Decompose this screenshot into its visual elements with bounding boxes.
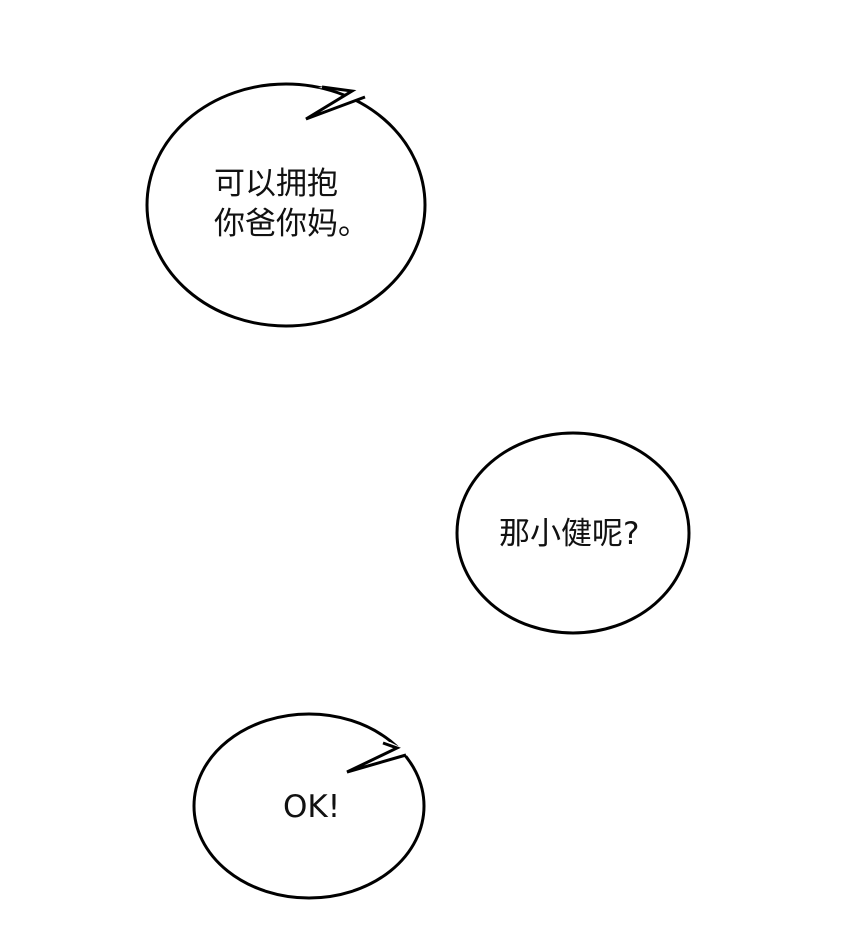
bubble-1-line-1: 可以拥抱	[214, 166, 338, 202]
bubble-1-text: 可以拥抱 你爸你妈。	[214, 164, 369, 244]
speech-bubble-1	[145, 82, 427, 328]
speech-bubble-3	[192, 712, 426, 900]
bubble-3-text: OK!	[283, 789, 341, 825]
bubble-2-text: 那小健呢?	[499, 516, 640, 552]
bubble-1-line-2: 你爸你妈。	[214, 206, 369, 242]
speech-bubble-2	[455, 431, 691, 635]
